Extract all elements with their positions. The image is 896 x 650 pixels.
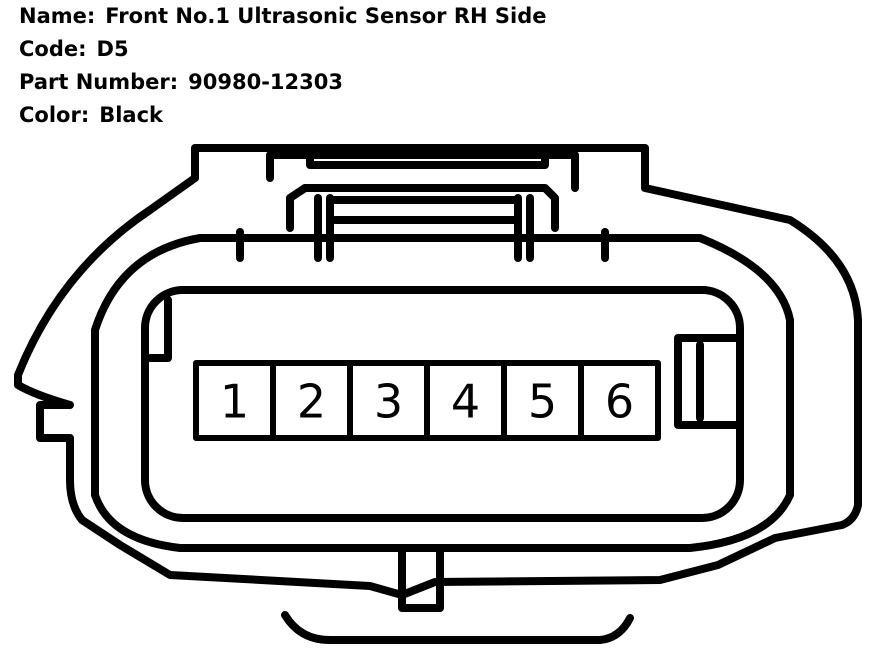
connector-top-latch	[266, 151, 579, 192]
connector-color-row: Color: Black	[19, 101, 547, 134]
pin-number-1: 1	[220, 375, 249, 429]
pin-cavity-6	[578, 360, 661, 441]
pin-cavity-4	[424, 360, 507, 441]
pin-number-2: 2	[297, 375, 326, 429]
pin-number-4: 4	[451, 375, 480, 429]
pin-number-5: 5	[528, 375, 557, 429]
connector-name-row: Name: Front No.1 Ultrasonic Sensor RH Sid…	[19, 2, 547, 35]
connector-code-row: Code: D5	[19, 35, 547, 68]
pin-cavity-2	[270, 360, 353, 441]
connector-name-value: Front No.1 Ultrasonic Sensor RH Side	[105, 4, 547, 28]
connector-color-value: Black	[99, 103, 164, 127]
connector-name-label: Name:	[19, 4, 96, 28]
connector-inner-frame	[91, 234, 794, 552]
connector-latch-ridge	[306, 151, 549, 169]
connector-color-label: Color:	[19, 103, 90, 127]
connector-bottom-lip	[281, 611, 634, 644]
connector-key-notch	[146, 296, 172, 362]
connector-part-number-value: 90980-12303	[188, 70, 343, 94]
connector-lock-tab	[286, 184, 559, 232]
connector-info: Name: Front No.1 Ultrasonic Sensor RH Sid…	[19, 2, 547, 134]
connector-side-lock	[674, 334, 744, 429]
connector-outer-housing	[14, 144, 862, 599]
connector-bottom-tab	[398, 544, 444, 612]
pin-number-6: 6	[605, 375, 634, 429]
pin-number-3: 3	[374, 375, 403, 429]
connector-code-label: Code:	[19, 37, 87, 61]
pin-cavity-3	[347, 360, 430, 441]
connector-code-value: D5	[96, 37, 129, 61]
connector-part-number-row: Part Number: 90980-12303	[19, 68, 547, 101]
connector-part-number-label: Part Number:	[19, 70, 179, 94]
